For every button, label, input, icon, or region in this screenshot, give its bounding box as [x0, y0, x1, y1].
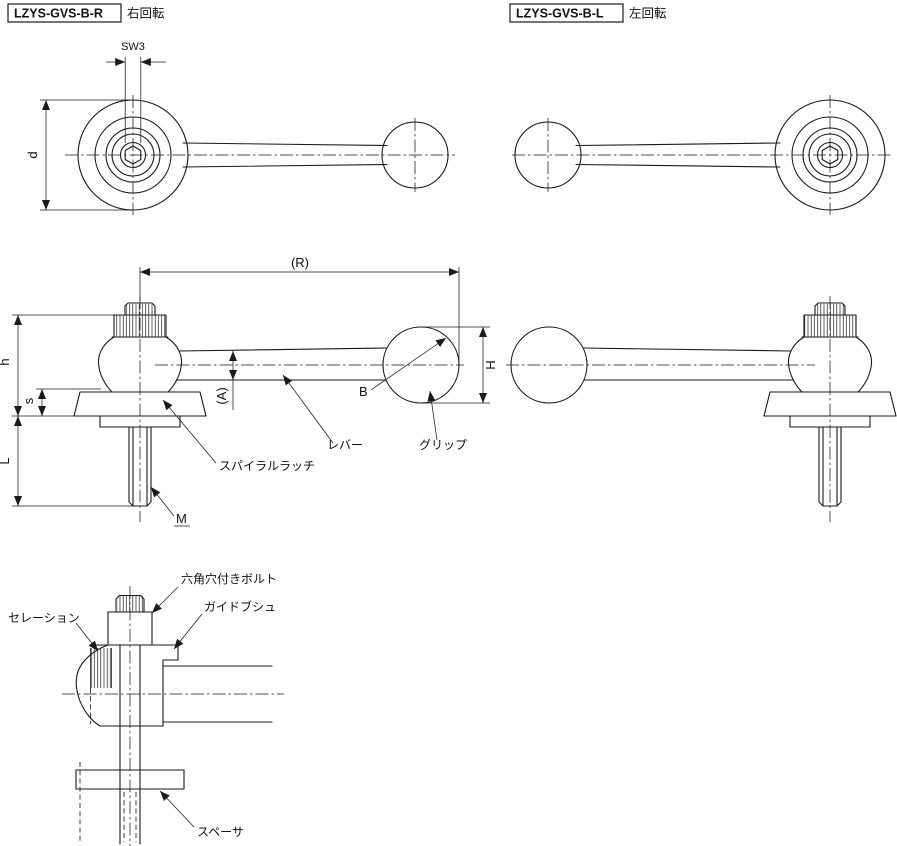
- rotation-label-right: 右回転: [127, 6, 165, 21]
- thread-hidden-lines: [123, 792, 137, 842]
- model-code-left: LZYS-GVS-B-L: [516, 7, 604, 21]
- bulb-right: [855, 336, 873, 393]
- threaded-stud: [128, 426, 152, 507]
- dim-label-A: (A): [214, 387, 229, 404]
- bolt-top-serration: [126, 304, 154, 315]
- lever-top-edge: [182, 142, 388, 147]
- bolt-top-outline: [124, 302, 156, 316]
- ball-grip-outline: [510, 326, 588, 404]
- part-label-grip: グリップ: [419, 438, 467, 452]
- latch-flange: [763, 391, 897, 417]
- part-label-lever: レバー: [327, 438, 363, 452]
- label-guide-bush: ガイドブシュ: [173, 599, 276, 650]
- bolt-shank: [119, 644, 141, 845]
- part-label-serration: セレーション: [8, 611, 80, 625]
- plan-view-left-hand: [512, 95, 892, 215]
- collar-inner-circle: [111, 133, 155, 177]
- socket-circle: [119, 141, 147, 169]
- label-grip: グリップ: [419, 390, 467, 452]
- label-lever: レバー: [282, 374, 363, 452]
- dim-label-L: L: [0, 457, 12, 464]
- dim-label-d: d: [25, 151, 40, 158]
- lever-shaft-section: [162, 665, 273, 723]
- bulb-left: [97, 336, 115, 393]
- dimension-H: H: [421, 326, 498, 404]
- dimension-sw3: SW3: [106, 41, 166, 143]
- collar-circle: [802, 127, 858, 183]
- hex-socket: [124, 145, 142, 165]
- spiral-latch-flange-outline: [774, 99, 886, 211]
- lever-top-edge: [575, 142, 781, 147]
- collar-serration: [804, 315, 856, 337]
- collar-circle: [105, 127, 161, 183]
- part-label-guide-bush: ガイドブシュ: [204, 599, 276, 614]
- bolt-head-knurl: [117, 596, 143, 612]
- lever-top-edge: [582, 347, 792, 352]
- serration-band-edges: [90, 648, 112, 688]
- label-spiral-latch: スパイラルラッチ: [162, 399, 315, 473]
- dim-label-R: (R): [291, 255, 309, 270]
- header-right-model: LZYS-GVS-B-R 右回転: [7, 3, 165, 23]
- dim-label-h: h: [0, 358, 12, 365]
- model-code-box: [509, 3, 624, 23]
- dim-label-sw3: SW3: [121, 41, 145, 53]
- label-serration: セレーション: [8, 611, 99, 652]
- model-code-box: [7, 3, 122, 23]
- ball-grip-outline: [381, 121, 449, 189]
- hex-socket: [821, 145, 839, 165]
- bulb-right: [165, 336, 183, 393]
- serration-band: [90, 648, 112, 688]
- collar-inner-circle: [808, 133, 852, 177]
- label-spacer: スペーサ: [159, 790, 244, 839]
- lower-disc: [99, 415, 181, 428]
- ball-grip-outline: [514, 121, 582, 189]
- bolt-head-top-outline: [115, 594, 145, 613]
- section-detail-view: 六角穴付きボルト ガイドブシュ セレーション スペーサ: [8, 571, 284, 846]
- bulb-left: [787, 336, 805, 393]
- lever-bottom-edge: [575, 163, 781, 168]
- dim-label-M: M: [176, 511, 187, 526]
- collar-outline: [111, 314, 169, 338]
- lower-disc: [789, 415, 871, 428]
- spacer-plate: [75, 769, 185, 790]
- part-label-spacer: スペーサ: [197, 825, 244, 839]
- part-label-spiral-latch: スパイラルラッチ: [219, 459, 315, 473]
- bolt-head: [107, 611, 153, 646]
- label-hex-socket-bolt: 六角穴付きボルト: [151, 571, 277, 614]
- dimension-B: B: [359, 337, 447, 399]
- dimension-s: s: [21, 388, 101, 416]
- rotation-label-left: 左回転: [629, 6, 667, 21]
- latch-flange: [73, 391, 207, 417]
- part-label-hex-socket-bolt: 六角穴付きボルト: [181, 571, 277, 586]
- guide-bush-outline: [162, 644, 179, 727]
- side-view-right-hand: (R) H (A) B h s: [0, 255, 498, 527]
- bolt-top-outline: [814, 302, 846, 316]
- collar-serration: [114, 315, 166, 337]
- bolt-top-serration: [816, 304, 844, 315]
- socket-circle: [816, 141, 844, 169]
- model-code-right: LZYS-GVS-B-R: [14, 7, 103, 21]
- side-view-left-hand: [506, 296, 897, 522]
- boss-circle: [94, 116, 172, 194]
- dim-label-s: s: [21, 397, 36, 404]
- body-outline-left: [75, 644, 109, 727]
- threaded-stud: [818, 426, 842, 507]
- dimension-M: M: [150, 486, 190, 527]
- dimension-d: d: [25, 99, 133, 211]
- dimension-A: (A): [214, 351, 237, 410]
- lever-top-edge: [178, 347, 388, 352]
- header-left-model: LZYS-GVS-B-L 左回転: [509, 3, 667, 23]
- dim-label-B: B: [359, 384, 368, 399]
- lever-bottom-edge: [182, 163, 388, 168]
- dimension-L: L: [0, 416, 133, 507]
- dimension-h: h: [0, 314, 114, 417]
- dim-label-H: H: [483, 360, 498, 369]
- dimension-R: (R): [139, 255, 460, 361]
- collar-outline: [801, 314, 859, 338]
- plan-view-right-hand: SW3 d: [25, 41, 455, 215]
- boss-circle: [791, 116, 869, 194]
